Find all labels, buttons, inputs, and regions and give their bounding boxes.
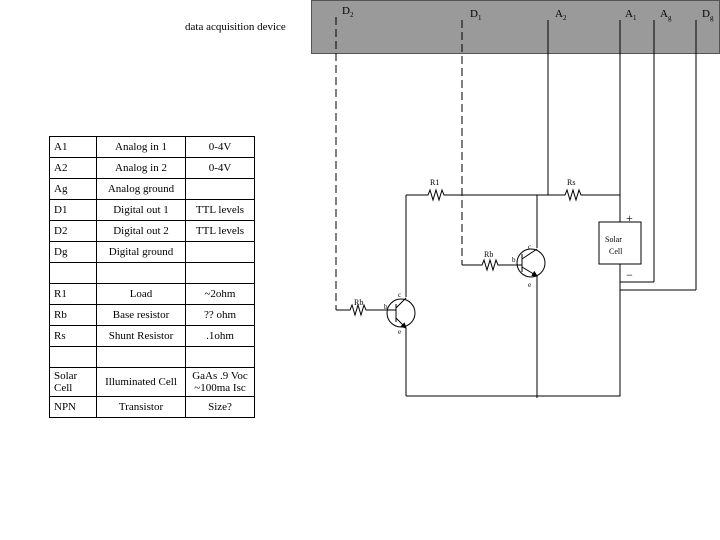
legend-cell-desc: Digital out 1 (96, 199, 186, 221)
plus-sign: + (626, 211, 633, 225)
emitter-label: e (528, 281, 531, 289)
legend-cell-val: TTL levels (185, 199, 255, 221)
pin-label: A2 (555, 8, 567, 22)
legend-cell-desc: Shunt Resistor (96, 325, 186, 347)
bottom-rail (406, 282, 621, 397)
minus-sign: − (626, 268, 633, 282)
pin-label: A1 (625, 8, 637, 22)
pin-label: D1 (470, 8, 482, 22)
base-label: b (384, 303, 388, 311)
legend-cell-sym: A2 (49, 157, 97, 179)
pin-label: D2 (342, 5, 354, 19)
legend-cell-sym: Rb (49, 304, 97, 326)
pin-label: Ag (660, 8, 672, 22)
solar-label-1: Solar (605, 235, 622, 244)
legend-cell-val: Size? (185, 396, 255, 418)
legend-cell-val: ?? ohm (185, 304, 255, 326)
r1-label: R1 (430, 178, 439, 187)
legend-cell-sym: Dg (49, 241, 97, 263)
base-label: b (512, 256, 516, 264)
solar-label-2: Cell (609, 247, 623, 256)
legend-row (49, 346, 255, 368)
rs-label: Rs (567, 178, 575, 187)
legend-cell-desc: Digital out 2 (96, 220, 186, 242)
legend-cell-val: ~2ohm (185, 283, 255, 305)
pin-label: Dg (702, 8, 714, 22)
legend-cell-val: GaAs .9 Voc ~100ma Isc (185, 367, 255, 397)
top-rail (406, 188, 620, 202)
device-label: data acquisition device (185, 21, 286, 33)
rb-lower-label: Rb (354, 298, 363, 307)
rb-upper (462, 258, 522, 272)
rb-upper-label: Rb (484, 250, 493, 259)
rb-lower (336, 303, 396, 317)
legend-cell-desc: Digital ground (96, 241, 186, 263)
transistor-upper (516, 248, 546, 278)
collector-label: c (528, 243, 531, 251)
collector-label: c (398, 291, 401, 299)
legend-cell-val: TTL levels (185, 220, 255, 242)
data-acquisition-device (311, 0, 720, 54)
legend-cell-desc: Analog in 2 (96, 157, 186, 179)
legend-cell-sym: NPN (49, 396, 97, 418)
legend-cell-sym: A1 (49, 136, 97, 158)
emitter-label: e (398, 328, 401, 336)
solar-cell (598, 221, 642, 265)
legend-cell-desc: Transistor (96, 396, 186, 418)
